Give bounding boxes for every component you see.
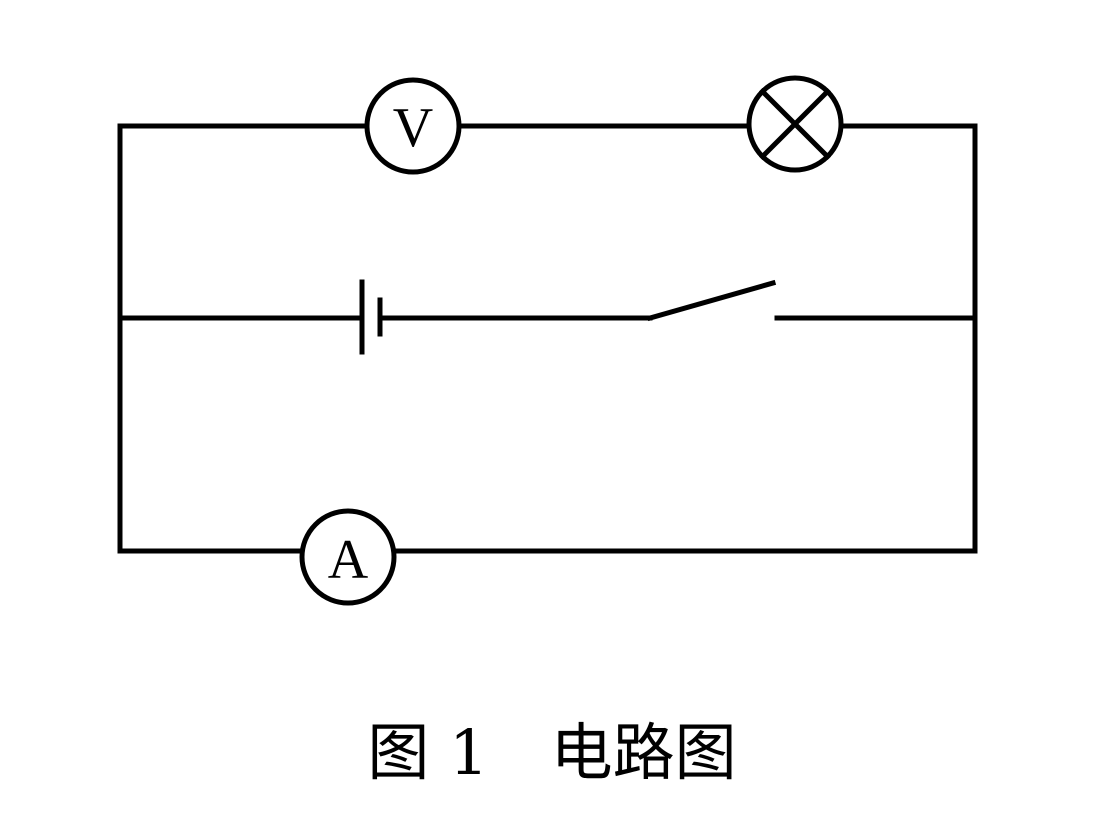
figure-caption: 图 1 电路图 [367,716,737,789]
voltmeter-symbol: V [364,77,462,175]
ammeter-label: A [328,529,369,591]
open-switch-symbol [646,279,777,322]
switch-blade [646,279,777,322]
lamp-cross-b [758,87,832,161]
voltmeter-label: V [393,97,433,159]
ammeter-symbol: A [299,508,397,606]
lamp-symbol [746,75,844,173]
ammeter-ring [299,508,397,606]
voltmeter-ring [364,77,462,175]
battery-symbol [359,279,383,355]
